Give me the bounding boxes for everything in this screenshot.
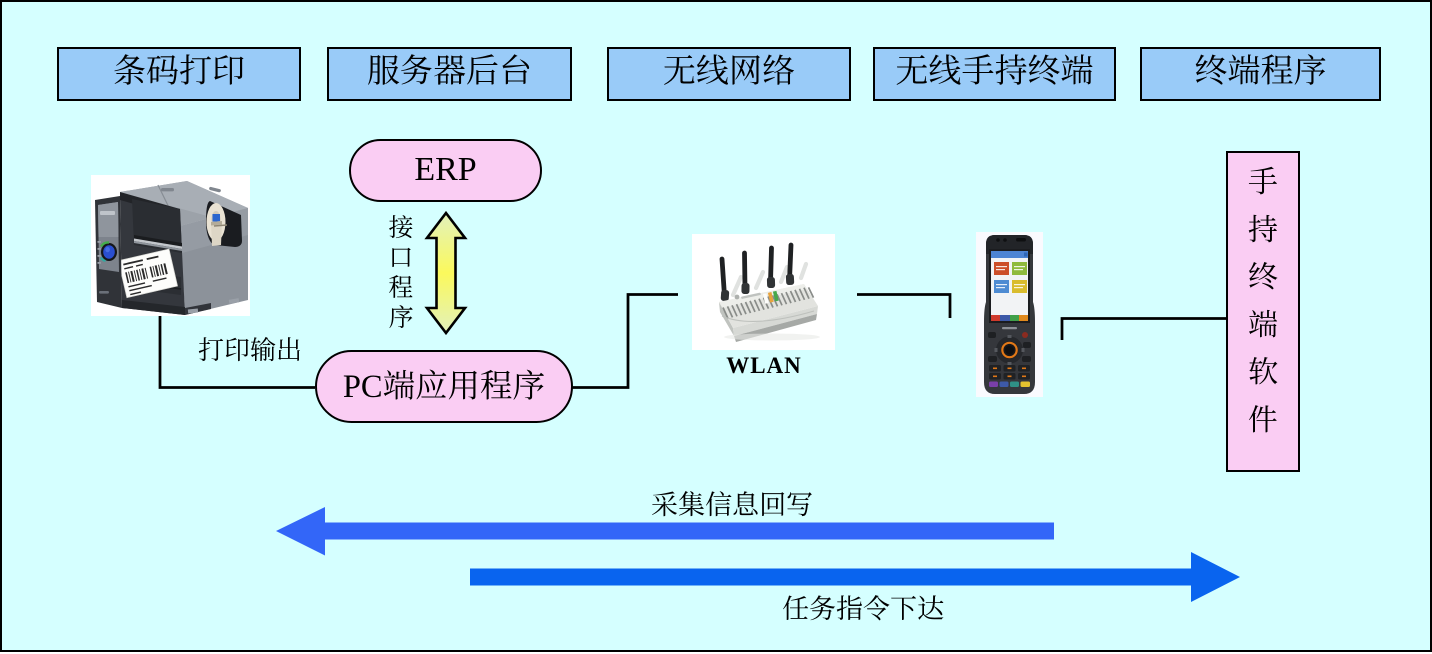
header-box-wireless-handheld: 无线手持终端 xyxy=(873,47,1116,101)
node-pc-application-label: PC端应用程序 xyxy=(342,361,546,408)
header-box-server-backend: 服务器后台 xyxy=(327,47,572,101)
header-box-wireless-network: 无线网络 xyxy=(607,47,851,101)
interface-program-label: 接口程序 xyxy=(388,207,414,334)
connector-wlan-to-handheld xyxy=(857,293,952,318)
wireless-access-point-icon xyxy=(692,234,835,350)
node-handheld-software: 手持终端软件 xyxy=(1226,151,1300,472)
node-handheld-software-label: 手持终端软件 xyxy=(1248,157,1278,439)
node-erp: ERP xyxy=(349,139,542,202)
connector-pcapp-to-wlan xyxy=(572,293,678,389)
connector-handheld-to-software xyxy=(1060,317,1226,340)
flow-collect-writeback-label: 采集信息回写 xyxy=(651,483,813,522)
node-erp-label: ERP xyxy=(414,141,477,190)
header-box-terminal-program: 终端程序 xyxy=(1140,47,1381,101)
header-label: 无线网络 xyxy=(663,45,795,92)
node-pc-application: PC端应用程序 xyxy=(315,350,573,423)
print-output-label: 打印输出 xyxy=(197,330,302,367)
header-label: 条码打印 xyxy=(113,45,245,92)
header-label: 服务器后台 xyxy=(367,45,532,92)
header-box-barcode-printing: 条码打印 xyxy=(57,47,301,101)
interface-double-arrow xyxy=(424,210,468,336)
wlan-label: WLAN xyxy=(726,347,802,380)
header-label: 终端程序 xyxy=(1194,45,1327,92)
barcode-printer-icon xyxy=(91,175,250,316)
flow-task-dispatch-label: 任务指令下达 xyxy=(782,587,944,626)
handheld-terminal-icon xyxy=(976,232,1043,397)
header-label: 无线手持终端 xyxy=(895,45,1094,92)
